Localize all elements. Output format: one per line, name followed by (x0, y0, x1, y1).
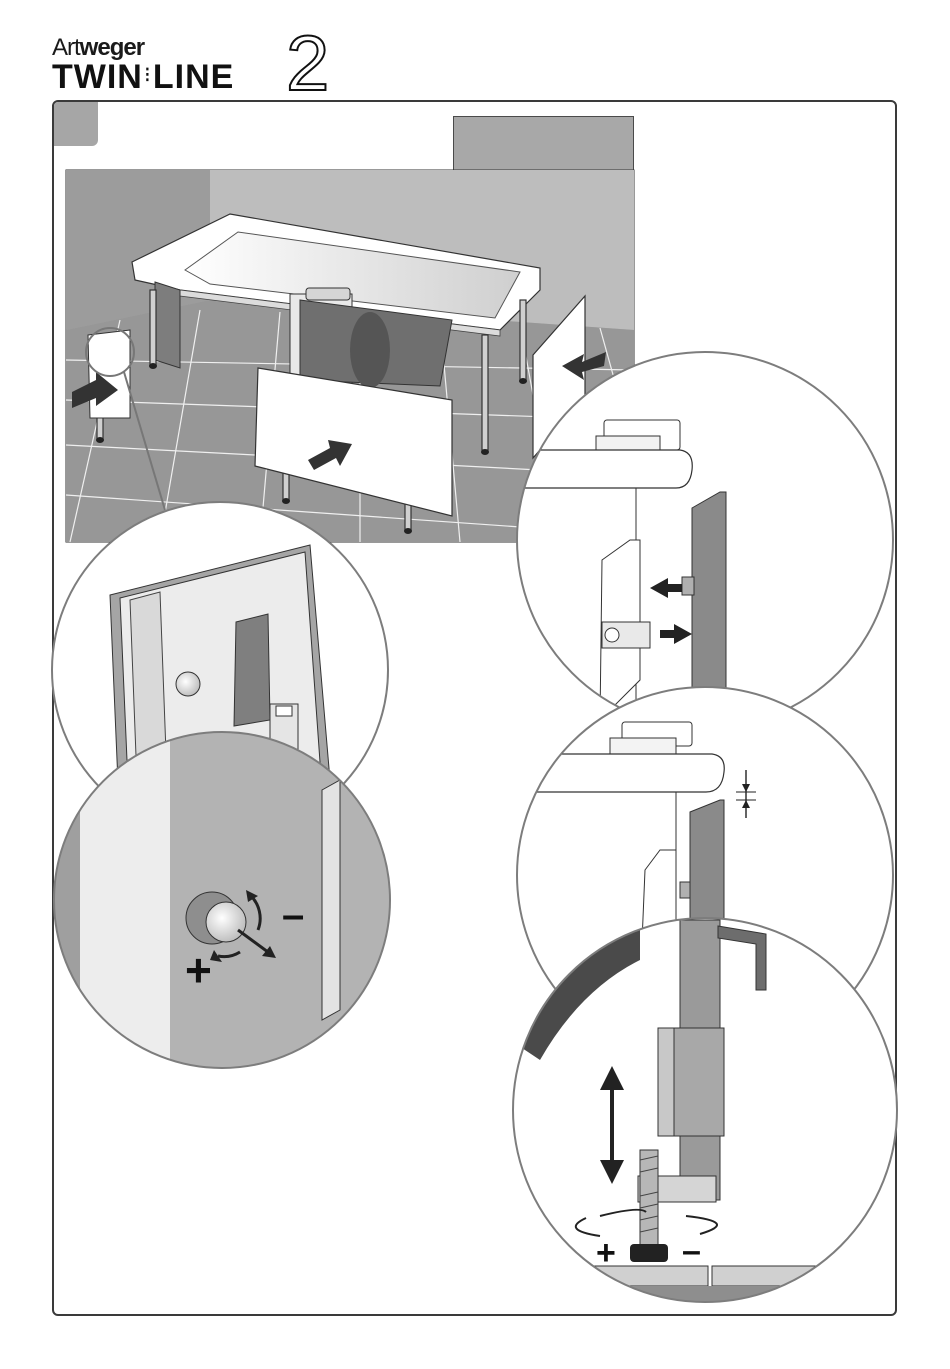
foot-plus-sign: + (596, 1234, 616, 1272)
foot-minus-sign: – (682, 1232, 701, 1270)
plus-sign: + (185, 944, 212, 996)
minus-sign: – (282, 893, 304, 937)
detail-top-bracket (517, 352, 893, 728)
